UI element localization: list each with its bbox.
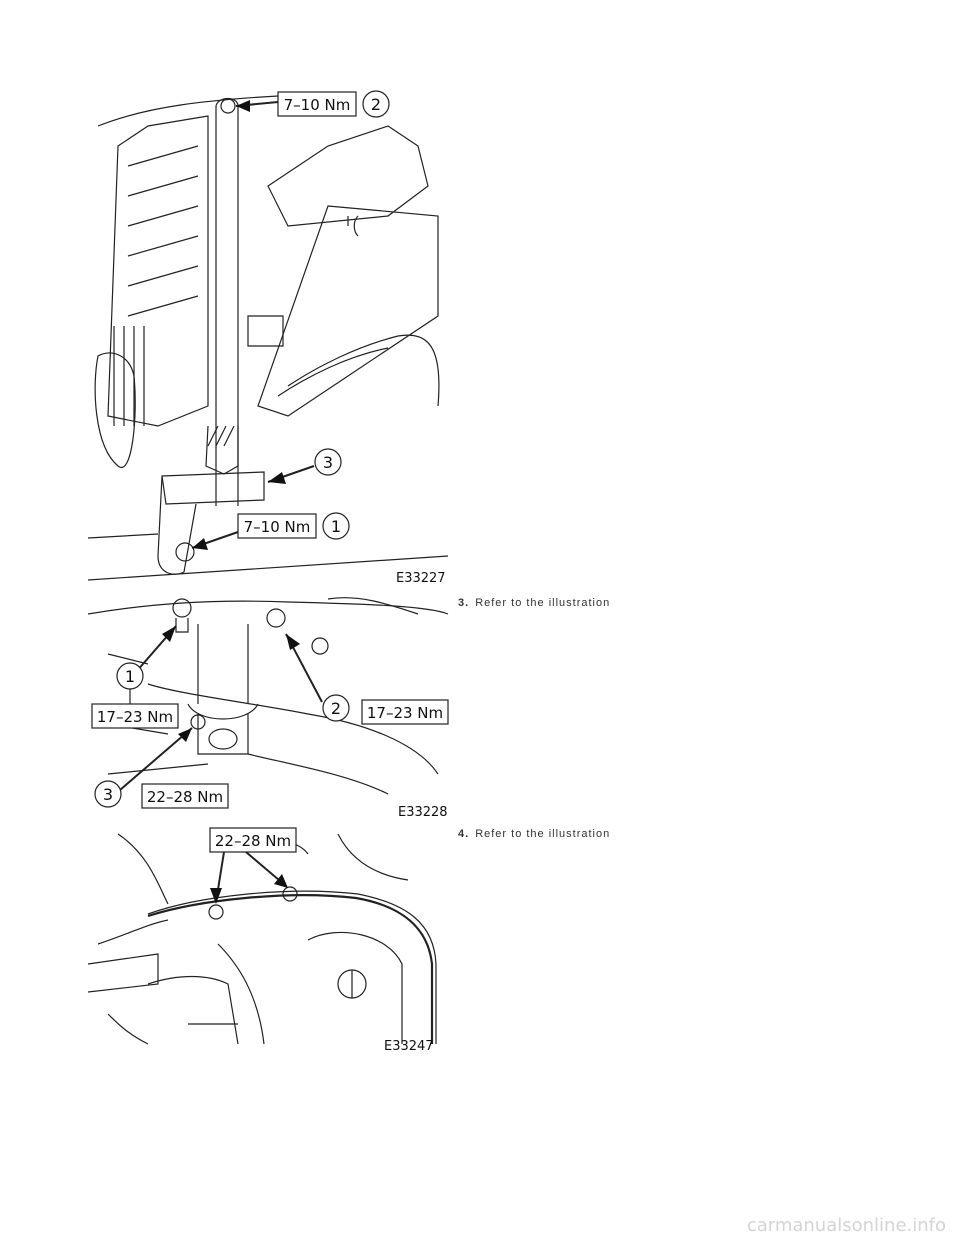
callout-2-torque: 17–23 Nm [367, 704, 443, 722]
callout-3: 3 22–28 Nm [94, 727, 229, 809]
callout-2-torque: 7–10 Nm [284, 96, 351, 114]
callout-1-torque: 17–23 Nm [97, 708, 173, 726]
illustration-e33228: 1 17–23 Nm 2 17–23 Nm 3 22–28 Nm E33228 [88, 594, 458, 820]
callout-3-number: 3 [323, 453, 333, 472]
step-4-text: Refer to the illustration [475, 828, 611, 840]
callout-torque-value: 22–28 Nm [215, 832, 291, 850]
step-3-number: 3. [458, 597, 470, 609]
callout-torque: 22–28 Nm [209, 827, 297, 904]
figure-id: E33228 [398, 805, 448, 820]
callout-1-number: 1 [125, 667, 135, 686]
column-shroud-drawing [88, 833, 437, 1045]
figure-id: E33247 [384, 1039, 434, 1054]
callout-1-number: 1 [331, 517, 341, 536]
callout-1: 7–10 Nm 1 [191, 512, 350, 550]
callout-2-number: 2 [331, 699, 341, 718]
illustration-e33227: 7–10 Nm 2 3 7–10 Nm 1 E33227 [88, 86, 458, 594]
callout-1: 1 17–23 Nm [91, 625, 179, 729]
callout-2-number: 2 [371, 95, 381, 114]
callout-3-number: 3 [103, 785, 113, 804]
step-4-number: 4. [458, 828, 470, 840]
callout-1-torque: 7–10 Nm [244, 518, 311, 536]
figure-id: E33227 [396, 571, 446, 586]
step-4: 4. Refer to the illustration [458, 828, 610, 840]
step-3: 3. Refer to the illustration [458, 597, 610, 609]
watermark: carmanualsonline.info [746, 1215, 946, 1236]
callout-3-torque: 22–28 Nm [147, 788, 223, 806]
illustration-e33247: 22–28 Nm E33247 [88, 824, 458, 1056]
step-3-text: Refer to the illustration [475, 597, 611, 609]
callout-2: 7–10 Nm 2 [235, 90, 390, 118]
callout-2: 2 17–23 Nm [285, 633, 449, 725]
column-lower-drawing [88, 597, 449, 795]
steering-column-drawing [88, 95, 449, 581]
callout-3: 3 [267, 448, 342, 484]
